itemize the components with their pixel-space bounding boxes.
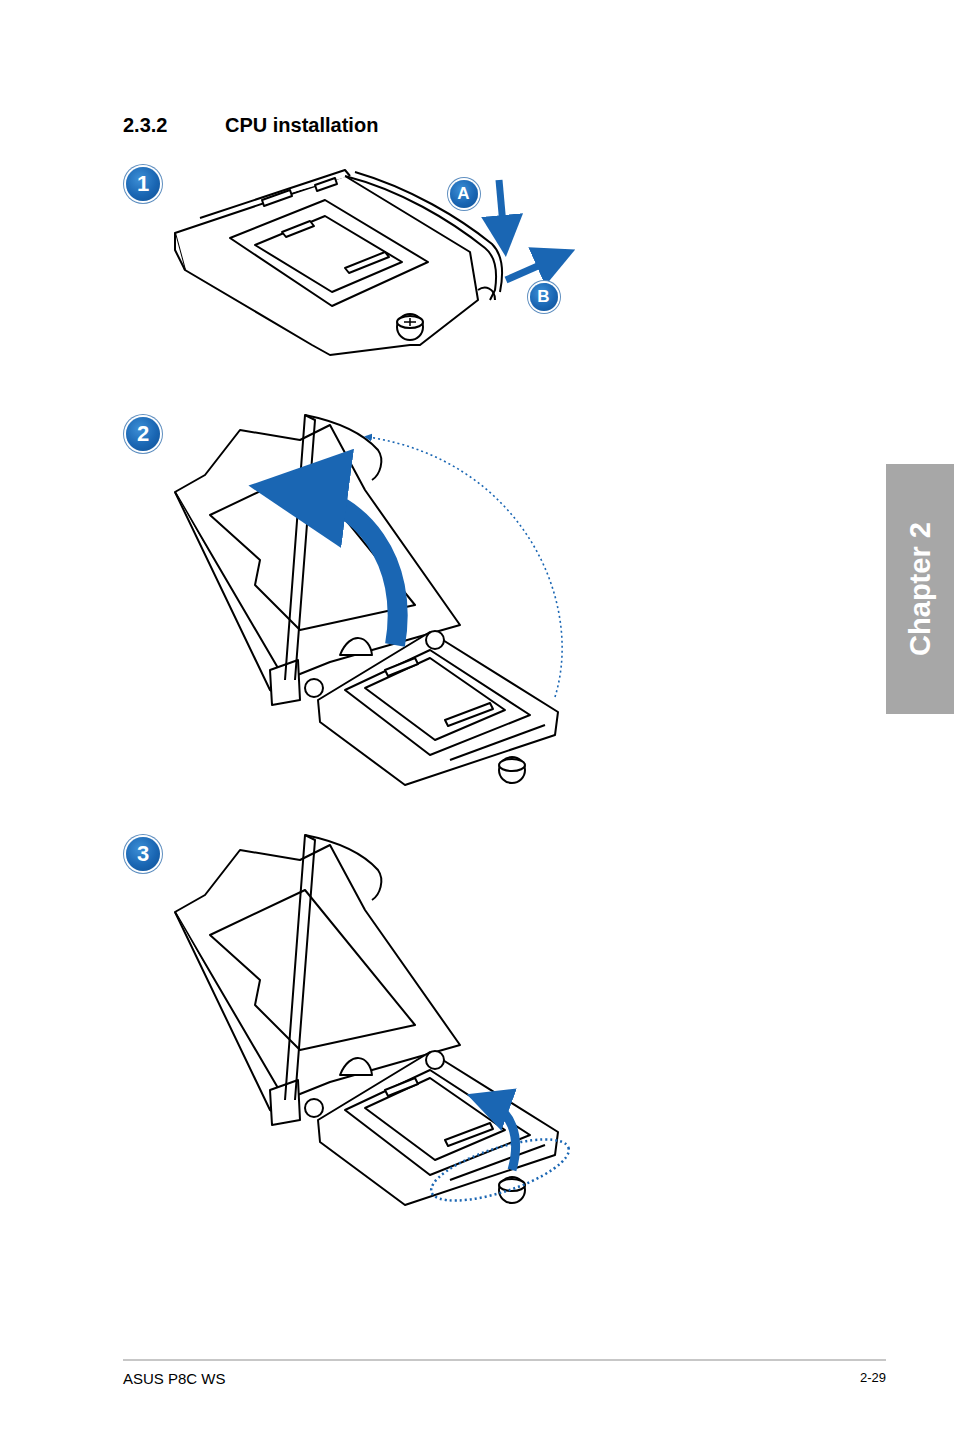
cap-highlight (425, 1127, 576, 1213)
closed-socket (175, 170, 502, 355)
page-number: 2-29 (860, 1370, 886, 1385)
section-number: 2.3.2 (123, 114, 167, 137)
section-title: CPU installation (225, 114, 378, 137)
footer-rule (123, 1359, 886, 1361)
step-number-text: 1 (137, 171, 149, 197)
open-socket (175, 835, 558, 1205)
chapter-label: Chapter 2 (904, 522, 937, 656)
step-number: 2 (126, 417, 160, 451)
step-number: 1 (126, 167, 160, 201)
chapter-tab: Chapter 2 (886, 464, 954, 714)
footer-model: ASUS P8C WS (123, 1370, 226, 1387)
callout-letter-text: B (537, 287, 549, 307)
step-number-text: 3 (137, 841, 149, 867)
callout-letter-text: A (457, 184, 469, 204)
step-number-text: 2 (137, 421, 149, 447)
step-number: 3 (126, 837, 160, 871)
callout-letter: B (530, 283, 558, 311)
remove-arrow (488, 1102, 516, 1170)
open-socket (175, 415, 558, 785)
callout-letter: A (450, 180, 478, 208)
